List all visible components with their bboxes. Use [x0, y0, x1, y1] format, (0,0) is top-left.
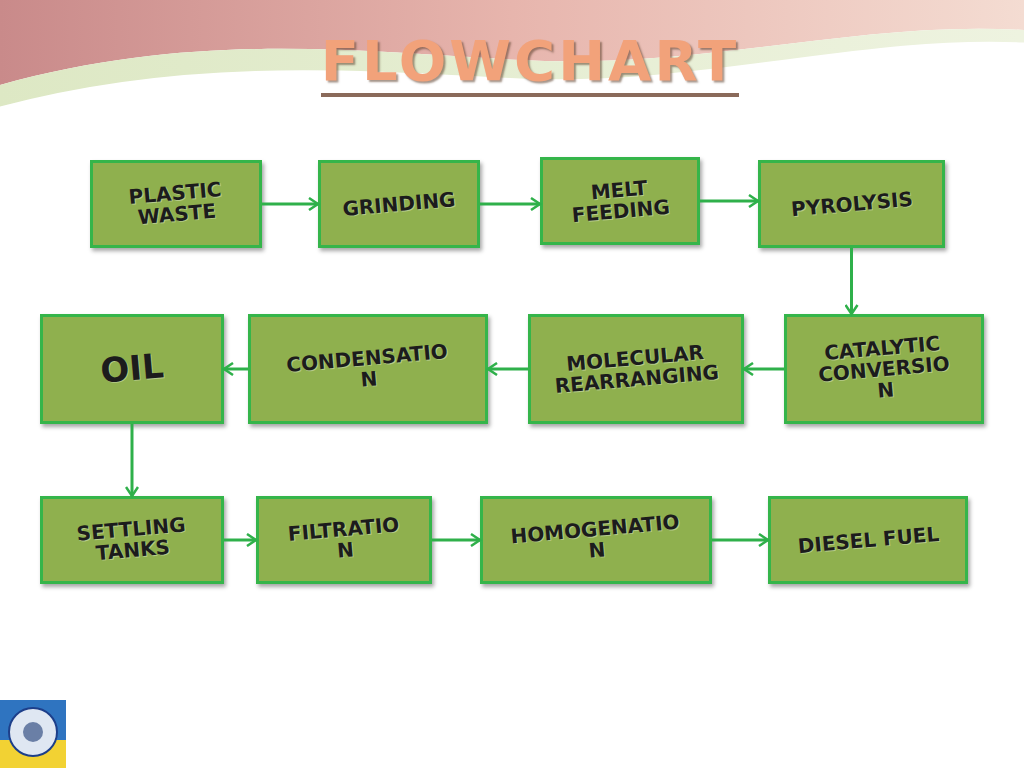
flow-arrow [744, 368, 784, 371]
process-box: MOLECULAR REARRANGING [528, 314, 744, 424]
process-box: PLASTIC WASTE [90, 160, 262, 248]
box-label: CATALYTIC CONVERSIO N [811, 331, 958, 406]
logo [0, 700, 66, 768]
box-label: OIL [56, 345, 209, 394]
process-box: GRINDING [318, 160, 480, 248]
flow-arrow [432, 539, 480, 542]
flow-arrow [262, 203, 318, 206]
process-box: FILTRATIO N [256, 496, 432, 584]
process-box: HOMOGENATIO N [480, 496, 712, 584]
process-box: PYROLYSIS [758, 160, 945, 248]
flow-arrow [712, 539, 768, 542]
process-box: CATALYTIC CONVERSIO N [784, 314, 984, 424]
box-label: CONDENSATIO N [280, 341, 455, 398]
box-label: GRINDING [323, 187, 474, 221]
process-box: OIL [40, 314, 224, 424]
flow-arrow [700, 200, 758, 203]
process-box: MELT FEEDING [540, 157, 700, 245]
process-box: SETTLING TANKS [40, 496, 224, 584]
box-label: DIESEL FUEL [775, 521, 961, 558]
process-box: DIESEL FUEL [768, 496, 968, 584]
box-label: MELT FEEDING [548, 174, 691, 228]
title: FLOWCHART [321, 28, 739, 97]
box-label: FILTRATIO N [280, 514, 408, 567]
box-label: MOLECULAR REARRANGING [540, 340, 733, 398]
flow-arrow [480, 203, 540, 206]
box-label: PYROLYSIS [766, 186, 937, 222]
box-label: PLASTIC WASTE [99, 177, 252, 232]
flow-arrow [224, 539, 256, 542]
box-label: SETTLING TANKS [55, 513, 208, 568]
flow-arrow [224, 368, 248, 371]
title-wrap: FLOWCHART [280, 28, 780, 93]
flow-arrow [488, 368, 528, 371]
flow-arrow [850, 248, 853, 314]
box-label: HOMOGENATIO N [505, 511, 688, 569]
flow-arrow [131, 424, 134, 496]
process-box: CONDENSATIO N [248, 314, 488, 424]
